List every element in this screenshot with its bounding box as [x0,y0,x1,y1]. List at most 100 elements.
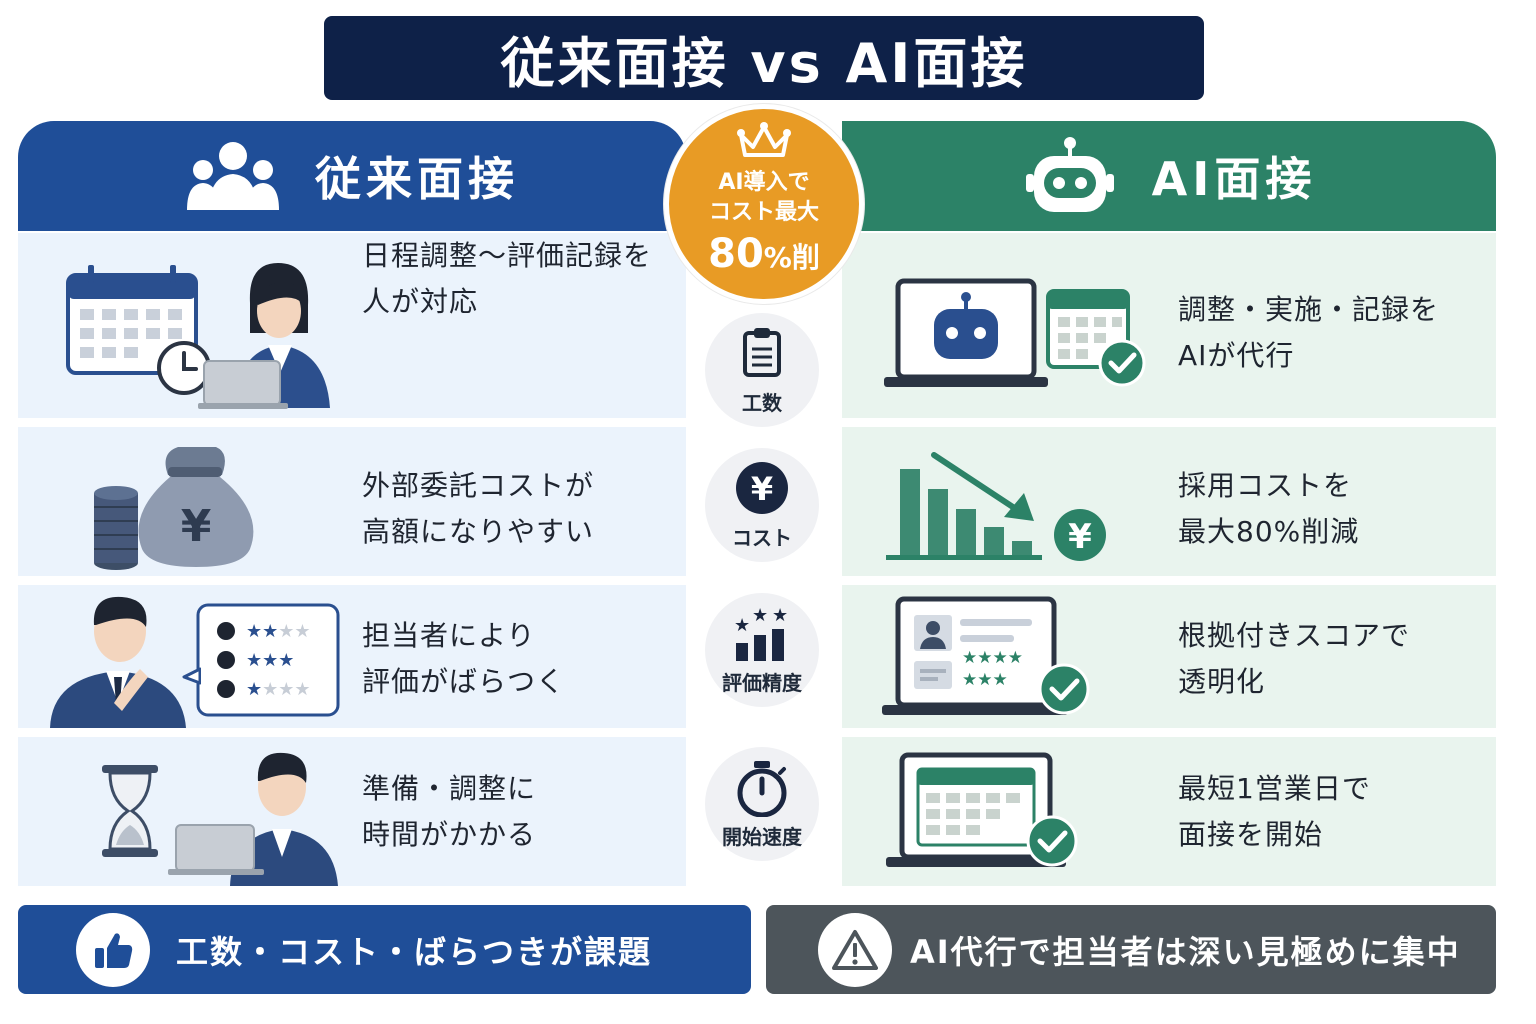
check-icon [1098,339,1146,387]
traditional-summary-banner: 工数・コスト・ばらつきが課題 [18,905,751,994]
money-bag-illustration: ¥ [18,427,358,580]
text-line: 人が対応 [362,285,479,318]
svg-text:★★★★: ★★★★ [962,648,1023,668]
ai-speed-text: 最短1営業日で 面接を開始 [1178,766,1371,858]
declining-bar-icon [886,452,1042,560]
laptop-score-illustration: ★★★★ ★★★ [842,585,1172,732]
warning-icon [818,912,892,987]
text-line: 高額になりやすい [362,515,595,548]
text-line: 準備・調整に [362,772,537,805]
badge-unit: %削 [763,241,820,274]
laptop-calendar-icon [886,752,1066,867]
traditional-interview-header: 従来面接 [18,121,686,231]
laptop-profile-score-icon: ★★★★ ★★★ [882,596,1068,715]
ai-interview-title: AI面接 [1151,152,1317,206]
check-icon [1026,815,1078,867]
ai-summary-text: AI代行で担当者は深い見極めに集中 [910,932,1461,971]
ai-cost-text: 採用コストを 最大80%削減 [1178,463,1359,555]
ai-row-evaluation: ★★★★ ★★★ 根拠付きスコアで 透明化 [842,585,1496,728]
traditional-evaluation-text: 担当者により 評価がばらつく [362,613,565,705]
svg-text:¥: ¥ [751,470,773,508]
category-label: 評価精度 [722,671,802,695]
text-line: 外部委託コストが [362,469,595,502]
svg-text:★★★: ★★★ [962,670,1008,690]
text-line: 面接を開始 [1178,818,1324,851]
thumbs-up-icon [76,912,150,987]
calendar-person-illustration [18,233,358,422]
traditional-cost-text: 外部委託コストが 高額になりやすい [362,463,594,555]
badge-number: 80 [708,231,764,277]
coin-stack-icon [94,486,138,570]
traditional-row-evaluation: ★★★★ ★★★ ★★★★ 担当者により 評価がばらつく [18,585,686,728]
check-icon [1038,663,1090,715]
category-label: 工数 [742,391,782,415]
cost-reduction-badge: AI導入で コスト最大 80%削 [664,104,864,304]
ai-interview-header: AI面接 [842,121,1496,231]
stopwatch-icon [705,759,819,817]
page-title: 従来面接 vs AI面接 [324,16,1204,100]
traditional-speed-text: 準備・調整に 時間がかかる [362,766,536,858]
traditional-interview-title: 従来面接 [315,152,519,206]
rating-bars-icon: ★ ★ ★ [705,605,819,663]
text-line: 日程調整〜評価記録を [362,239,653,272]
calendar-icon [66,265,198,375]
category-cost: ¥ コスト [705,448,819,562]
traditional-row-cost: ¥ 外部委託コストが 高額になりやすい [18,427,686,576]
traditional-workload-text: 日程調整〜評価記録を 人が対応 [362,233,652,325]
badge-line-2: コスト最大 [708,200,819,225]
yen-coin-icon: ¥ [1054,509,1106,561]
traditional-row-workload: 日程調整〜評価記録を 人が対応 [18,233,686,418]
traditional-row-speed: 準備・調整に 時間がかかる [18,737,686,886]
cost-down-chart-illustration: ¥ [842,427,1172,580]
thinking-man-rating-illustration: ★★★★ ★★★ ★★★★ [18,585,358,732]
svg-text:★★★★: ★★★★ [246,621,311,642]
category-label: コスト [732,526,792,550]
text-line: 最大80%削減 [1178,515,1360,548]
laptop-calendar-illustration [842,737,1172,890]
svg-text:¥: ¥ [1068,517,1092,557]
ai-row-speed: 最短1営業日で 面接を開始 [842,737,1496,886]
category-start-speed: 開始速度 [705,747,819,861]
hourglass-icon [102,765,158,857]
ai-row-workload: 調整・実施・記録を AIが代行 [842,233,1496,418]
rating-speech-bubble: ★★★★ ★★★ ★★★★ [182,603,340,717]
text-line: 担当者により [362,619,536,652]
ai-evaluation-text: 根拠付きスコアで 透明化 [1178,613,1410,705]
ai-row-cost: ¥ 採用コストを 最大80%削減 [842,427,1496,576]
clipboard-icon [705,325,819,379]
man-at-laptop [168,752,338,886]
text-line: 根拠付きスコアで [1178,619,1411,652]
clock-icon [157,341,211,395]
ai-summary-banner: AI代行で担当者は深い見極めに集中 [766,905,1496,994]
people-group-icon [185,140,281,212]
crown-icon [737,121,791,165]
text-line: AIが代行 [1178,339,1295,372]
svg-text:★: ★ [772,605,788,626]
text-line: 透明化 [1178,665,1266,698]
thinking-man [50,596,186,728]
yen-money-bag-icon: ¥ [138,447,254,567]
woman-at-laptop [198,263,330,409]
ai-workload-text: 調整・実施・記録を AIが代行 [1178,287,1439,379]
svg-text:★: ★ [734,615,750,636]
svg-text:★: ★ [752,605,768,626]
robot-icon [1022,136,1118,216]
svg-text:¥: ¥ [181,501,212,552]
laptop-robot-icon [884,278,1048,387]
category-evaluation-accuracy: ★ ★ ★ 評価精度 [705,593,819,707]
text-line: 評価がばらつく [362,665,566,698]
yen-coin-icon: ¥ [705,460,819,516]
badge-line-3: 80%削 [669,229,859,283]
text-line: 時間がかかる [362,818,537,851]
traditional-summary-text: 工数・コスト・ばらつきが課題 [176,932,653,971]
svg-text:★★★★: ★★★★ [246,679,311,700]
category-label: 開始速度 [722,825,802,849]
laptop-robot-calendar-illustration [842,233,1172,422]
category-workload: 工数 [705,313,819,427]
badge-line-1: AI導入で [718,170,810,195]
text-line: 採用コストを [1178,469,1353,502]
svg-text:★★★: ★★★ [246,650,294,671]
text-line: 最短1営業日で [1178,772,1371,805]
hourglass-man-illustration [18,737,358,890]
text-line: 調整・実施・記録を [1178,293,1440,326]
